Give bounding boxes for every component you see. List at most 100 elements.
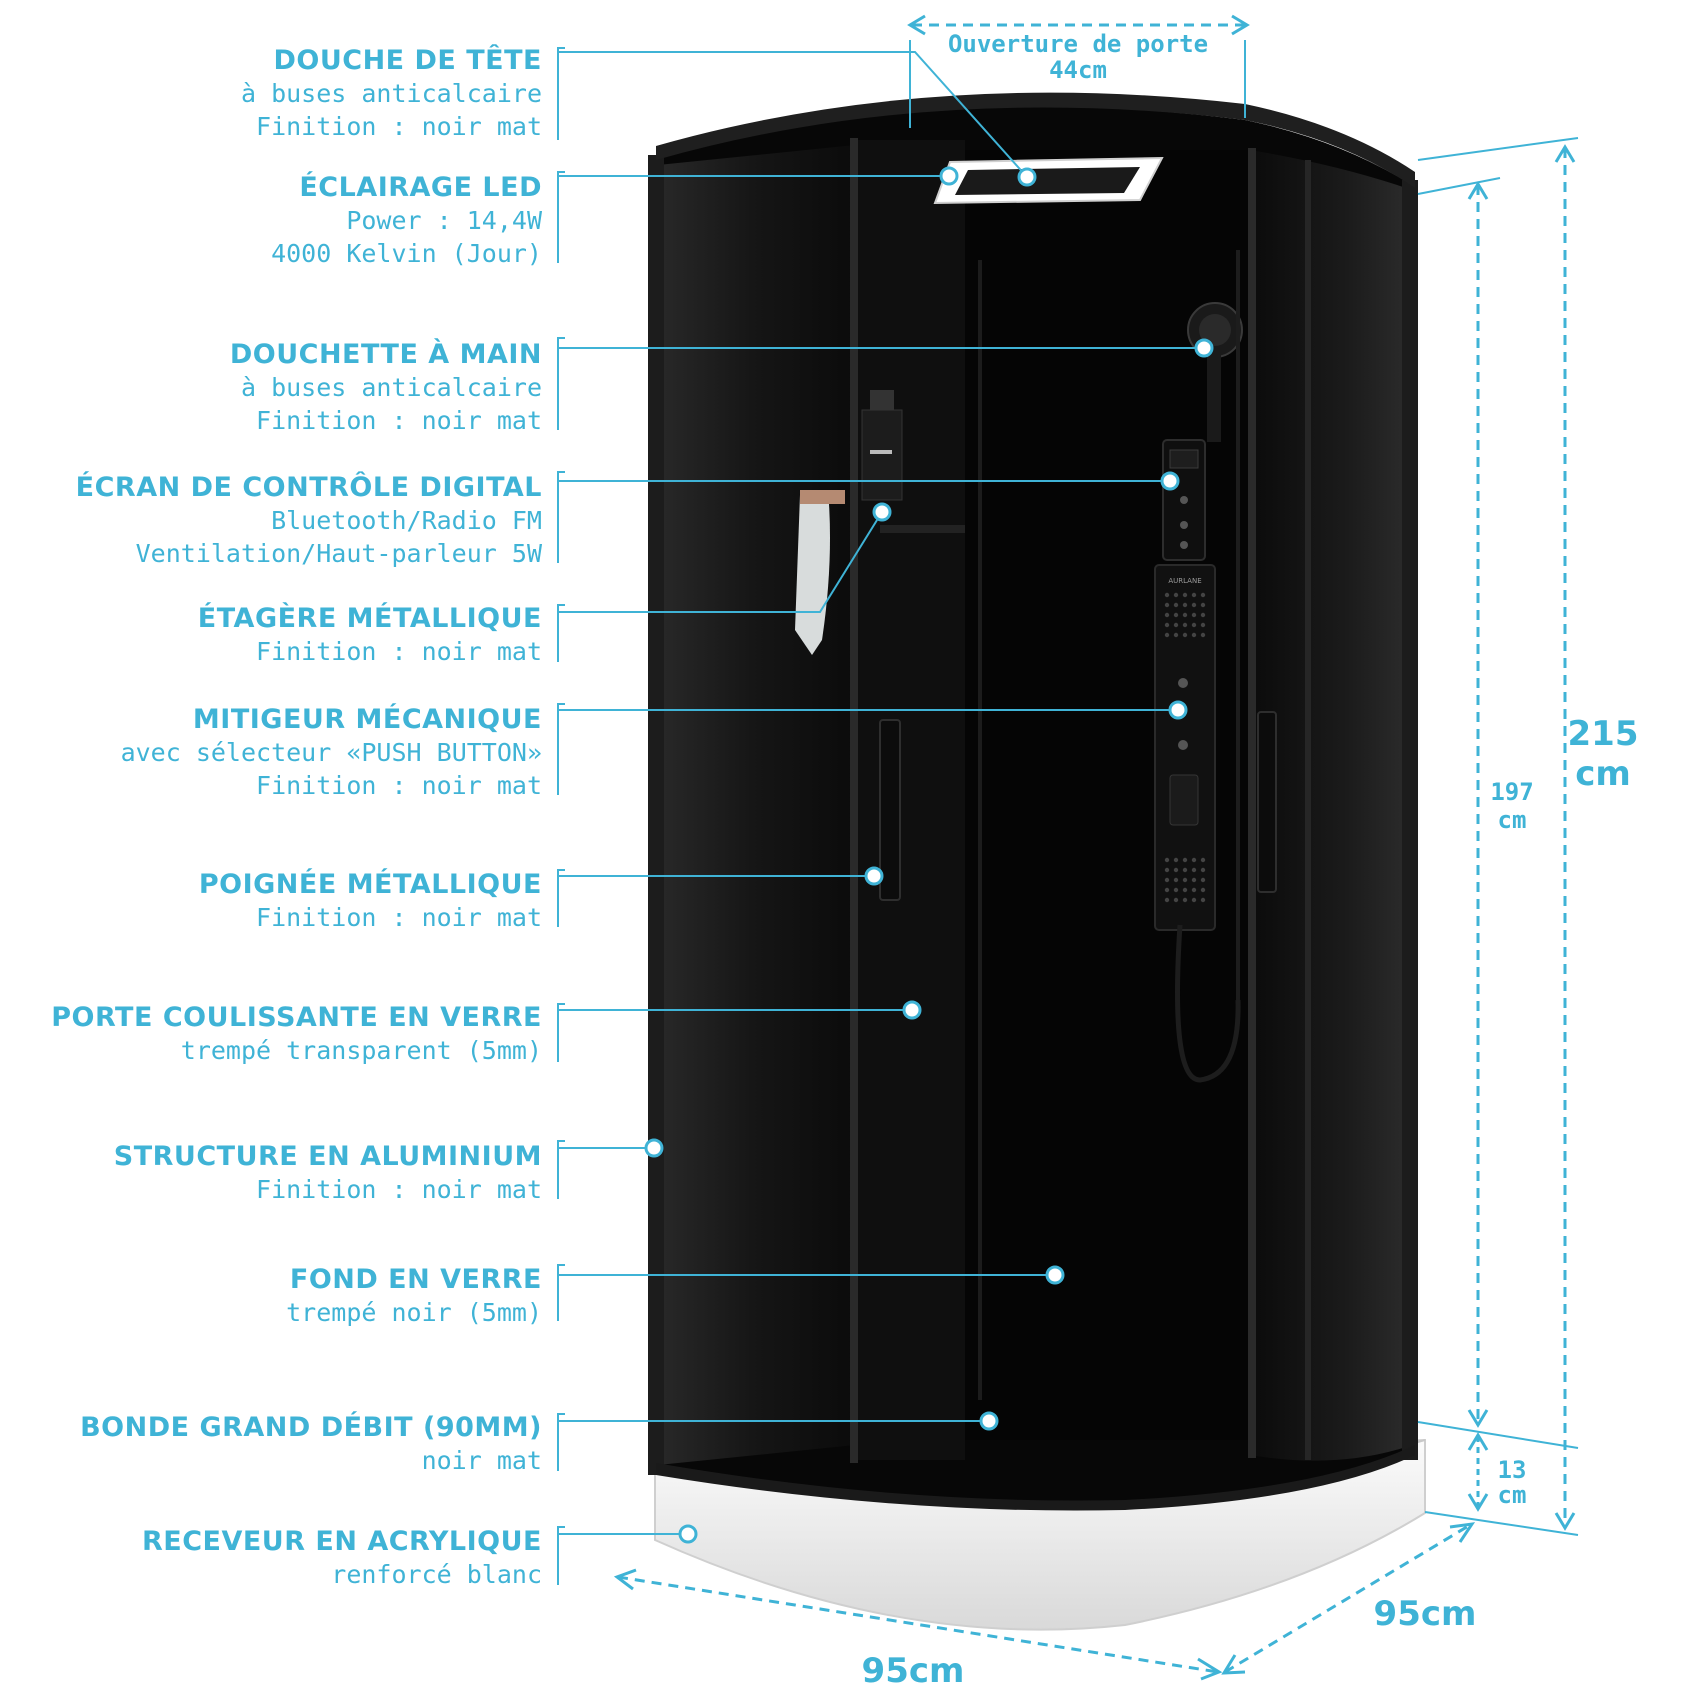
panel-nozzle xyxy=(1191,602,1197,608)
callout-bracket xyxy=(557,1140,565,1199)
cabin-height-unit: cm xyxy=(1498,806,1527,834)
total-height-value: 215 xyxy=(1568,714,1639,754)
callout-led-lighting: ÉCLAIRAGE LED Power : 14,4W 4000 Kelvin … xyxy=(271,171,542,270)
total-height-unit: cm xyxy=(1575,754,1631,794)
ceiling-shower-head xyxy=(933,156,1164,205)
callout-line: 4000 Kelvin (Jour) xyxy=(271,239,542,268)
callout-dot xyxy=(1017,167,1037,187)
panel-nozzle xyxy=(1191,612,1197,618)
callout-line: trempé noir (5mm) xyxy=(286,1298,542,1327)
panel-nozzle xyxy=(1200,877,1206,883)
panel-nozzle xyxy=(1173,897,1179,903)
callout-title: POIGNÉE MÉTALLIQUE xyxy=(198,869,542,900)
callout-dot xyxy=(979,1411,999,1431)
width-right: 95cm xyxy=(1374,1594,1477,1634)
callout-bracket xyxy=(557,47,565,140)
panel-nozzle xyxy=(1191,867,1197,873)
panel-nozzle xyxy=(1182,877,1188,883)
callout-title: DOUCHETTE À MAIN xyxy=(229,339,542,370)
panel-nozzle xyxy=(1191,877,1197,883)
panel-nozzle xyxy=(1200,612,1206,618)
callout-line: Finition : noir mat xyxy=(256,903,542,932)
callout-title: RECEVEUR EN ACRYLIQUE xyxy=(141,1526,542,1557)
callout-hand-shower: DOUCHETTE À MAIN à buses anticalcaire Fi… xyxy=(230,338,542,437)
panel-nozzle xyxy=(1182,602,1188,608)
callout-line: à buses anticalcaire xyxy=(240,373,542,402)
callout-dot xyxy=(872,502,892,522)
panel-nozzle xyxy=(1191,857,1197,863)
callout-bracket xyxy=(557,337,565,430)
panel-nozzle xyxy=(1191,632,1197,638)
callout-metal-shelf: ÉTAGÈRE MÉTALLIQUE Finition : noir mat xyxy=(198,602,542,668)
door-opening-value: 44cm xyxy=(1049,56,1107,84)
callout-bracket xyxy=(557,703,565,795)
callout-line: Bluetooth/Radio FM xyxy=(271,506,542,535)
callout-dot xyxy=(1194,338,1214,358)
panel-nozzle xyxy=(1191,592,1197,598)
callout-title: BONDE GRAND DÉBIT (90MM) xyxy=(80,1412,542,1443)
panel-nozzle xyxy=(1164,857,1170,863)
panel-nozzle xyxy=(1164,877,1170,883)
callout-line: Finition : noir mat xyxy=(256,637,542,666)
callout-control-screen: ÉCRAN DE CONTRÔLE DIGITAL Bluetooth/Radi… xyxy=(76,471,542,570)
callout-line: Finition : noir mat xyxy=(256,406,542,435)
metal-handle xyxy=(879,711,1277,901)
panel-nozzle xyxy=(1173,857,1179,863)
panel-nozzle xyxy=(1182,622,1188,628)
callout-title: STRUCTURE EN ALUMINIUM xyxy=(113,1141,542,1172)
callout-handle: POIGNÉE MÉTALLIQUE Finition : noir mat xyxy=(199,868,542,934)
callout-title: MITIGEUR MÉCANIQUE xyxy=(192,704,542,735)
panel-brand: AURLANE xyxy=(1168,577,1201,585)
callout-title: ÉCLAIRAGE LED xyxy=(299,172,542,203)
callout-bracket xyxy=(557,171,565,263)
callout-line: Finition : noir mat xyxy=(256,771,542,800)
panel-nozzle xyxy=(1164,897,1170,903)
callout-line: Finition : noir mat xyxy=(256,112,542,141)
panel-nozzle xyxy=(1173,632,1179,638)
callout-line: Power : 14,4W xyxy=(346,206,542,235)
callout-line: trempé transparent (5mm) xyxy=(180,1036,542,1065)
callout-aluminium-frame: STRUCTURE EN ALUMINIUM Finition : noir m… xyxy=(114,1140,542,1206)
cabin-height-value: 197 xyxy=(1490,778,1533,806)
callout-dot xyxy=(678,1524,698,1544)
callout-line: à buses anticalcaire xyxy=(240,79,542,108)
callout-line: Ventilation/Haut-parleur 5W xyxy=(135,539,542,568)
callout-bracket xyxy=(557,1003,565,1062)
panel-nozzle xyxy=(1164,867,1170,873)
callout-bracket xyxy=(557,471,565,563)
panel-nozzle xyxy=(1182,632,1188,638)
panel-nozzle xyxy=(1164,622,1170,628)
callout-line: Finition : noir mat xyxy=(256,1175,542,1204)
callout-title: ÉCRAN DE CONTRÔLE DIGITAL xyxy=(75,472,542,503)
callout-line: avec sélecteur «PUSH BUTTON» xyxy=(120,738,542,767)
cabin-body xyxy=(648,92,1418,1511)
callout-dot xyxy=(1168,700,1188,720)
digital-control-screen xyxy=(1162,439,1206,561)
panel-nozzle xyxy=(1182,887,1188,893)
panel-nozzle xyxy=(1200,622,1206,628)
tray-height-value: 13 xyxy=(1498,1456,1527,1484)
shower-panel-column: AURLANE xyxy=(1154,564,1241,1083)
callout-head-shower: DOUCHE DE TÊTE à buses anticalcaire Fini… xyxy=(241,44,542,143)
panel-nozzle xyxy=(1173,612,1179,618)
aluminium-frame xyxy=(648,155,664,1475)
panel-nozzle xyxy=(1182,592,1188,598)
callout-bracket xyxy=(557,1413,565,1471)
panel-nozzle xyxy=(1200,592,1206,598)
callout-title: DOUCHE DE TÊTE xyxy=(273,45,542,76)
callout-dot xyxy=(864,866,884,886)
callout-dot xyxy=(939,166,959,186)
panel-nozzle xyxy=(1182,612,1188,618)
callout-line: renforcé blanc xyxy=(331,1560,542,1589)
panel-nozzle xyxy=(1173,592,1179,598)
panel-nozzle xyxy=(1200,632,1206,638)
door-opening-label: Ouverture de porte xyxy=(948,30,1208,58)
panel-nozzle xyxy=(1182,897,1188,903)
callout-line: noir mat xyxy=(421,1446,542,1475)
panel-nozzle xyxy=(1200,857,1206,863)
panel-nozzle xyxy=(1173,877,1179,883)
tray-height-unit: cm xyxy=(1498,1481,1527,1509)
panel-nozzle xyxy=(1191,897,1197,903)
panel-nozzle xyxy=(1182,867,1188,873)
